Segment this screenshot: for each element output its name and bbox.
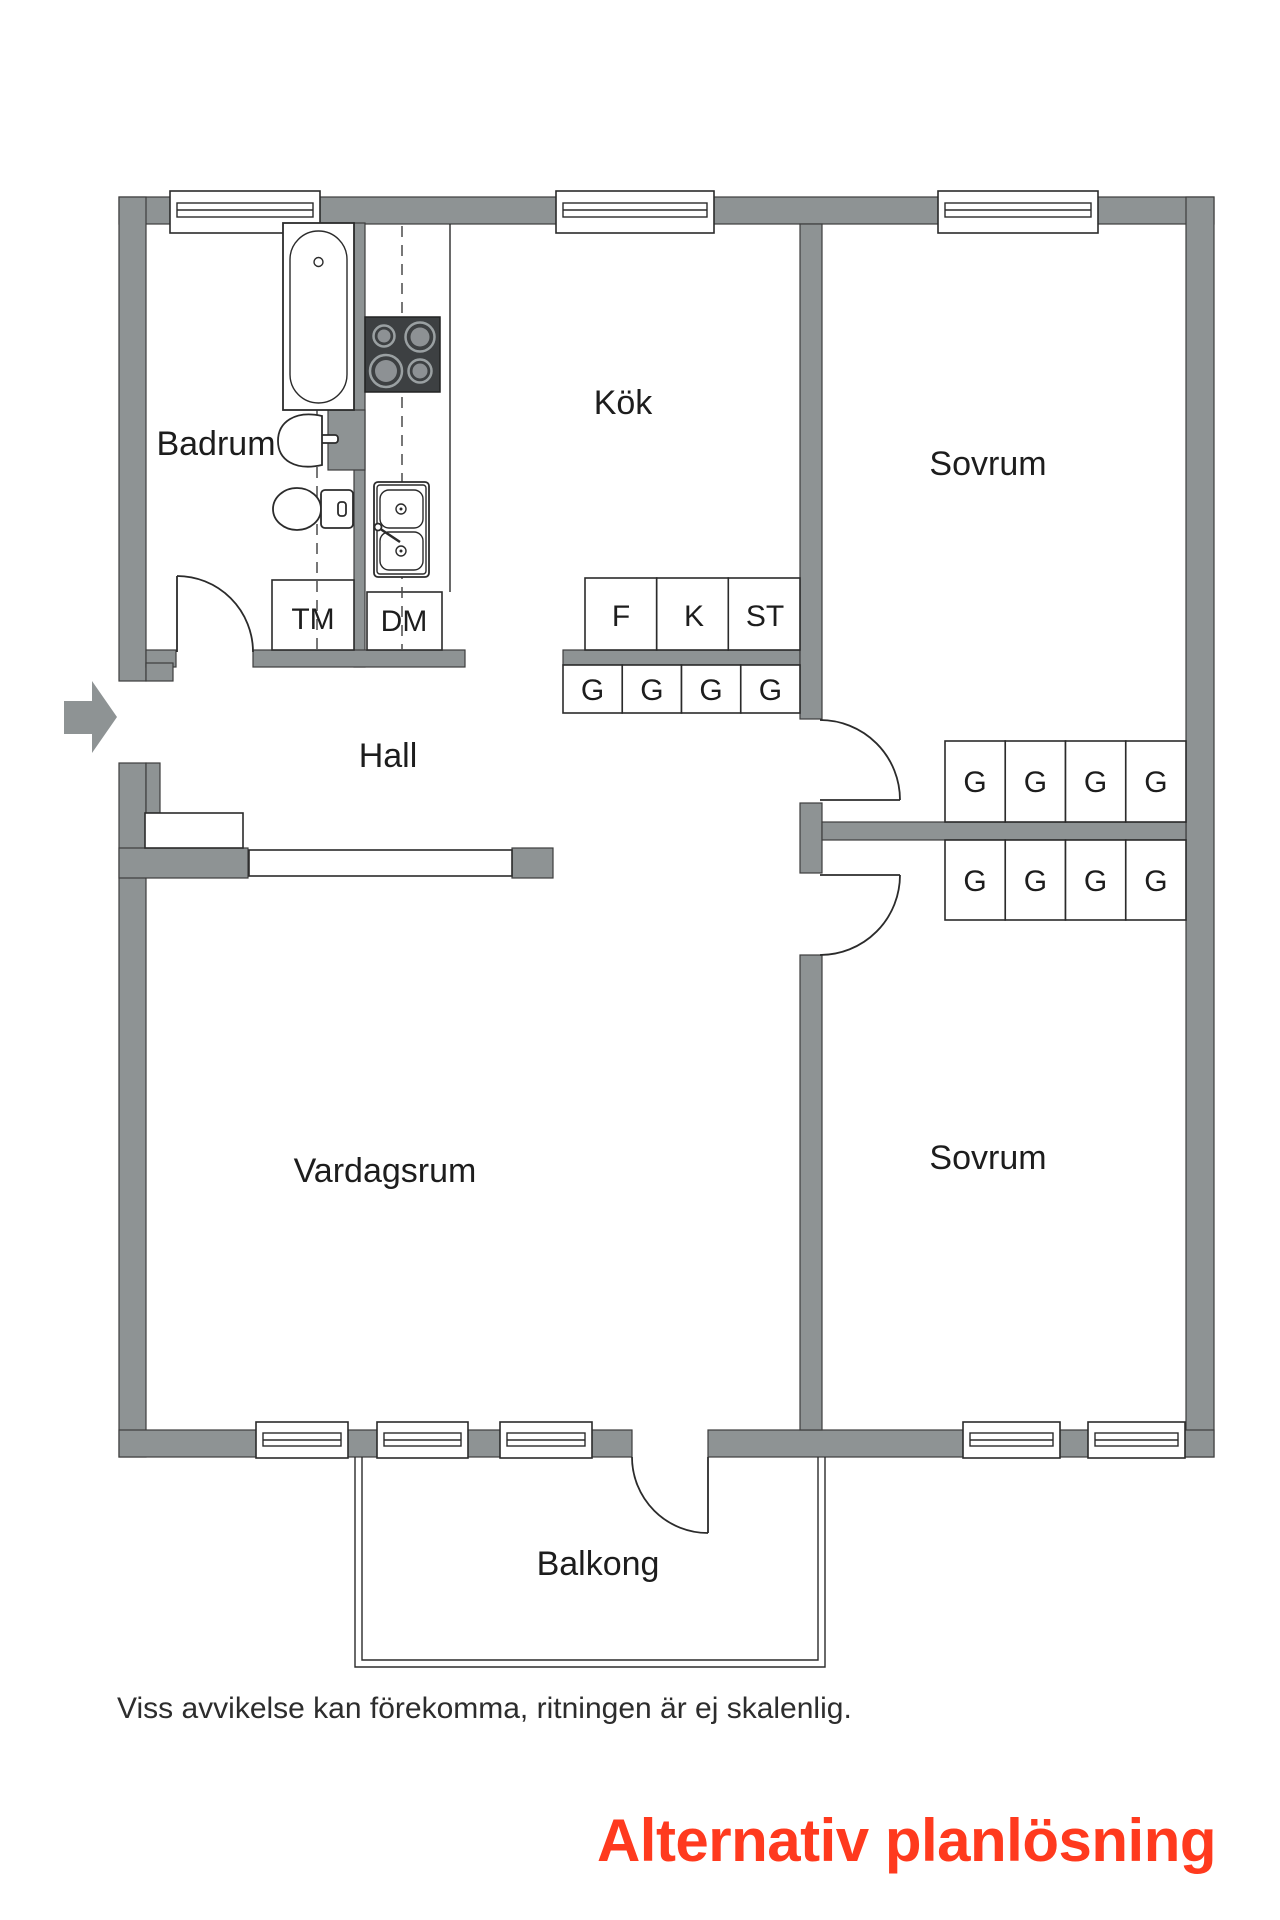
label-tm: TM xyxy=(291,603,334,636)
room-label-kok: Kök xyxy=(594,384,654,422)
wardrobe-g-kitchen xyxy=(680,664,742,714)
hall-closet xyxy=(144,812,244,849)
wall-hall-vardagsrum-right xyxy=(511,847,554,879)
window-sovrum-bottom-1 xyxy=(962,1421,1061,1459)
label-g: G xyxy=(640,674,663,707)
room-label-badrum: Badrum xyxy=(156,425,275,463)
page-title: Alternativ planlösning xyxy=(596,1807,1217,1874)
wall-badrum-south-right xyxy=(252,649,466,668)
wardrobe-g-sovrum-top xyxy=(1064,740,1127,823)
wardrobe-g-kitchen xyxy=(621,664,683,714)
wardrobe-g-sovrum-bottom xyxy=(1004,839,1067,921)
wall-entry-pilaster-top xyxy=(145,662,174,682)
label-st: ST xyxy=(746,600,784,633)
label-g: G xyxy=(1024,766,1047,799)
stove xyxy=(364,316,441,393)
label-g: G xyxy=(1144,766,1167,799)
room-label-balkong: Balkong xyxy=(537,1545,660,1583)
toilet xyxy=(272,487,354,531)
wall-bedroom-divider xyxy=(821,821,1187,841)
room-label-sovrum-bottom: Sovrum xyxy=(929,1139,1046,1177)
entrance-arrow-icon xyxy=(64,681,117,753)
windows xyxy=(169,190,1186,1459)
window-vardagsrum-3 xyxy=(499,1421,593,1459)
label-g: G xyxy=(759,674,782,707)
window-kok xyxy=(555,190,715,234)
cabinets xyxy=(144,577,1187,921)
room-label-vardagsrum: Vardagsrum xyxy=(294,1152,477,1190)
label-g: G xyxy=(963,865,986,898)
label-g: G xyxy=(1024,865,1047,898)
window-sovrum-bottom-2 xyxy=(1087,1421,1186,1459)
wardrobe-g-sovrum-bottom xyxy=(1124,839,1187,921)
wall-left-upper xyxy=(118,196,147,682)
room-label-hall: Hall xyxy=(359,737,418,775)
wardrobe-g-kitchen xyxy=(739,664,801,714)
kitchen-sink xyxy=(373,481,430,578)
label-g: G xyxy=(1084,766,1107,799)
wall-kok-sovrum xyxy=(799,223,823,720)
wardrobe-g-sovrum-top xyxy=(944,740,1007,823)
fridge-box xyxy=(584,577,658,651)
wardrobe-g-kitchen xyxy=(562,664,624,714)
label-f: F xyxy=(612,600,630,633)
pantry-box xyxy=(727,577,801,651)
room-label-sovrum-top: Sovrum xyxy=(929,445,1046,483)
wall-kitchen-south xyxy=(562,649,801,666)
sliding-door xyxy=(248,849,513,877)
disclaimer-text: Viss avvikelse kan förekomma, ritningen … xyxy=(117,1692,852,1725)
wall-entry-pilaster-bottom xyxy=(145,762,161,814)
wall-right xyxy=(1185,196,1215,1458)
label-g: G xyxy=(581,674,604,707)
wall-door-stub xyxy=(799,802,823,874)
label-g: G xyxy=(1084,865,1107,898)
wardrobe-g-sovrum-bottom xyxy=(944,839,1007,921)
window-vardagsrum-2 xyxy=(376,1421,469,1459)
window-badrum xyxy=(169,190,321,234)
bathtub xyxy=(282,222,355,411)
balcony-railing xyxy=(354,1457,826,1668)
door-sovrum-top xyxy=(819,719,901,801)
wardrobe-g-sovrum-top xyxy=(1124,740,1187,823)
label-g: G xyxy=(699,674,722,707)
dishwasher-box xyxy=(366,591,443,651)
door-sovrum-bottom xyxy=(819,874,901,956)
wardrobe-g-sovrum-top xyxy=(1004,740,1067,823)
washbasin xyxy=(277,413,339,468)
wall-vardagsrum-east xyxy=(799,954,823,1431)
label-k: K xyxy=(684,600,704,633)
doors xyxy=(176,575,901,1534)
label-dm: DM xyxy=(381,605,428,638)
label-g: G xyxy=(1144,865,1167,898)
wardrobe-g-sovrum-bottom xyxy=(1064,839,1127,921)
window-vardagsrum-1 xyxy=(255,1421,349,1459)
washing-machine-box xyxy=(271,579,355,651)
window-sovrum-top xyxy=(937,190,1099,234)
door-balkong xyxy=(631,1456,709,1534)
door-badrum xyxy=(176,575,254,653)
label-g: G xyxy=(963,766,986,799)
wall-hall-vardagsrum-left xyxy=(118,847,249,879)
